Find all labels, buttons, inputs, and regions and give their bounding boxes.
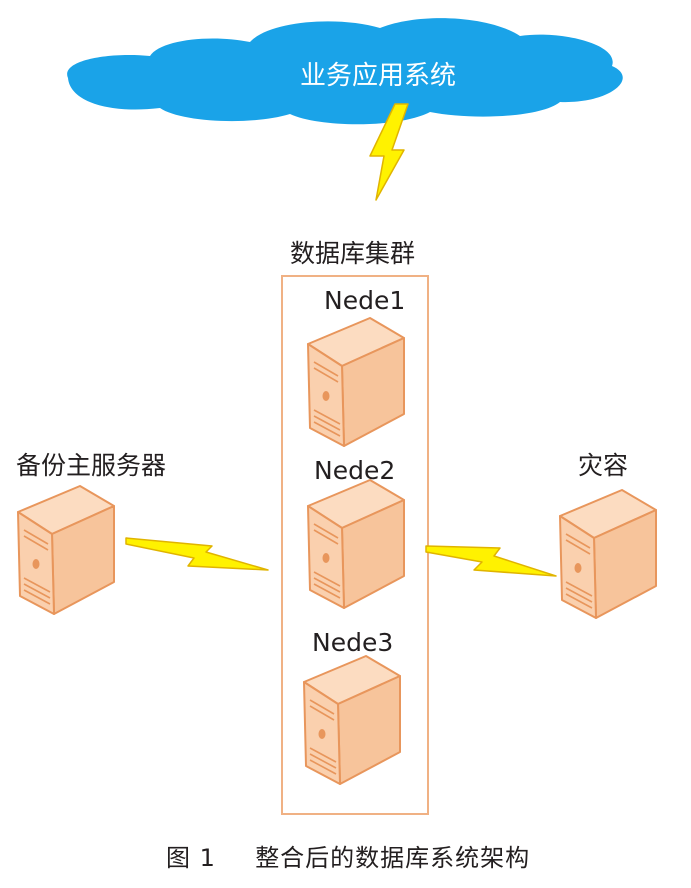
cloud-label: 业务应用系统	[300, 61, 457, 91]
lightning-bolt-cloud	[369, 103, 409, 201]
lightning-bolt-right	[425, 545, 557, 577]
server-disaster-recovery-icon	[559, 489, 657, 619]
node2-label: Nede2	[314, 456, 396, 485]
node3-label: Nede3	[312, 628, 394, 657]
cluster-title: 数据库集群	[290, 239, 416, 268]
disaster-recovery-label: 灾容	[578, 451, 629, 480]
node1-label: Nede1	[324, 286, 406, 315]
cluster-border	[281, 275, 429, 815]
server-backup-icon	[17, 485, 115, 615]
lightning-bolt-left	[125, 537, 269, 571]
figure-title: 整合后的数据库系统架构	[255, 844, 531, 872]
cloud-shape	[67, 18, 623, 125]
server-node1-icon	[307, 317, 405, 447]
server-node2-icon	[307, 479, 405, 609]
server-node3-icon	[303, 655, 401, 785]
figure-caption: 图 1 整合后的数据库系统架构	[166, 838, 530, 873]
figure-number: 图 1	[166, 844, 216, 872]
backup-server-label: 备份主服务器	[16, 451, 167, 480]
